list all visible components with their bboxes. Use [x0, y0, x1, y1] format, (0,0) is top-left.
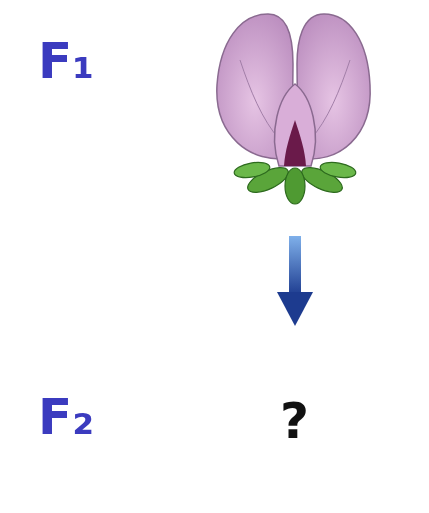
unknown-mark: ?	[280, 396, 309, 446]
sweet-pea-flower	[217, 14, 370, 204]
generation-label: F₂	[38, 392, 94, 442]
generation-label: F₁	[38, 36, 94, 86]
down-arrow	[277, 236, 313, 326]
